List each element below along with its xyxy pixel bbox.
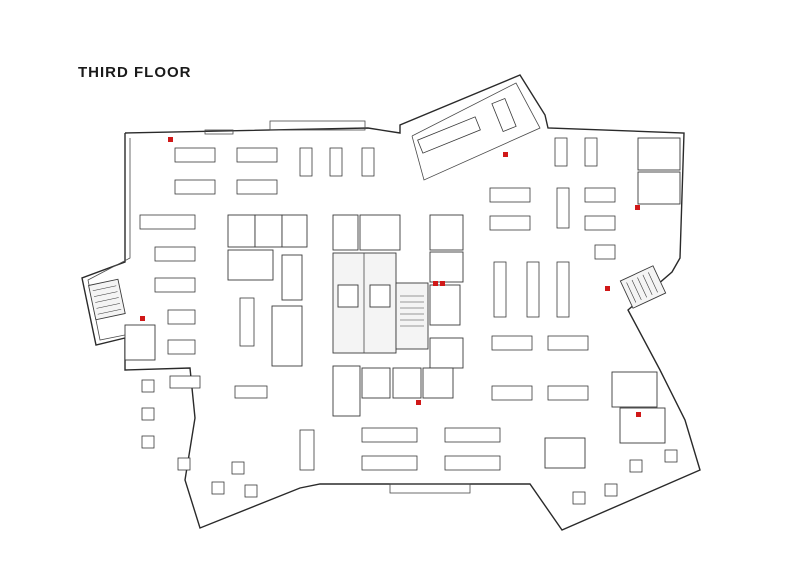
elevator-left: [337, 284, 359, 308]
stairwell-right: [619, 265, 667, 309]
exit-markers: [140, 137, 641, 417]
workstations-right: [489, 137, 616, 401]
elevator-right: [369, 284, 391, 308]
offices-left-center: [227, 214, 464, 399]
offices-right: [124, 137, 681, 469]
stairwell-left: [88, 278, 126, 321]
stairwell-core: [395, 282, 429, 350]
central-core: [271, 214, 429, 417]
conference-room-top: [417, 97, 517, 154]
meeting-tables-left: [169, 297, 315, 471]
workstations-bottom: [361, 427, 501, 471]
workstations-left: [139, 147, 375, 355]
floor-title: THIRD FLOOR: [78, 64, 192, 81]
window-strips: [204, 120, 471, 494]
lounge-tables: [141, 379, 678, 505]
restroom: [332, 214, 359, 251]
